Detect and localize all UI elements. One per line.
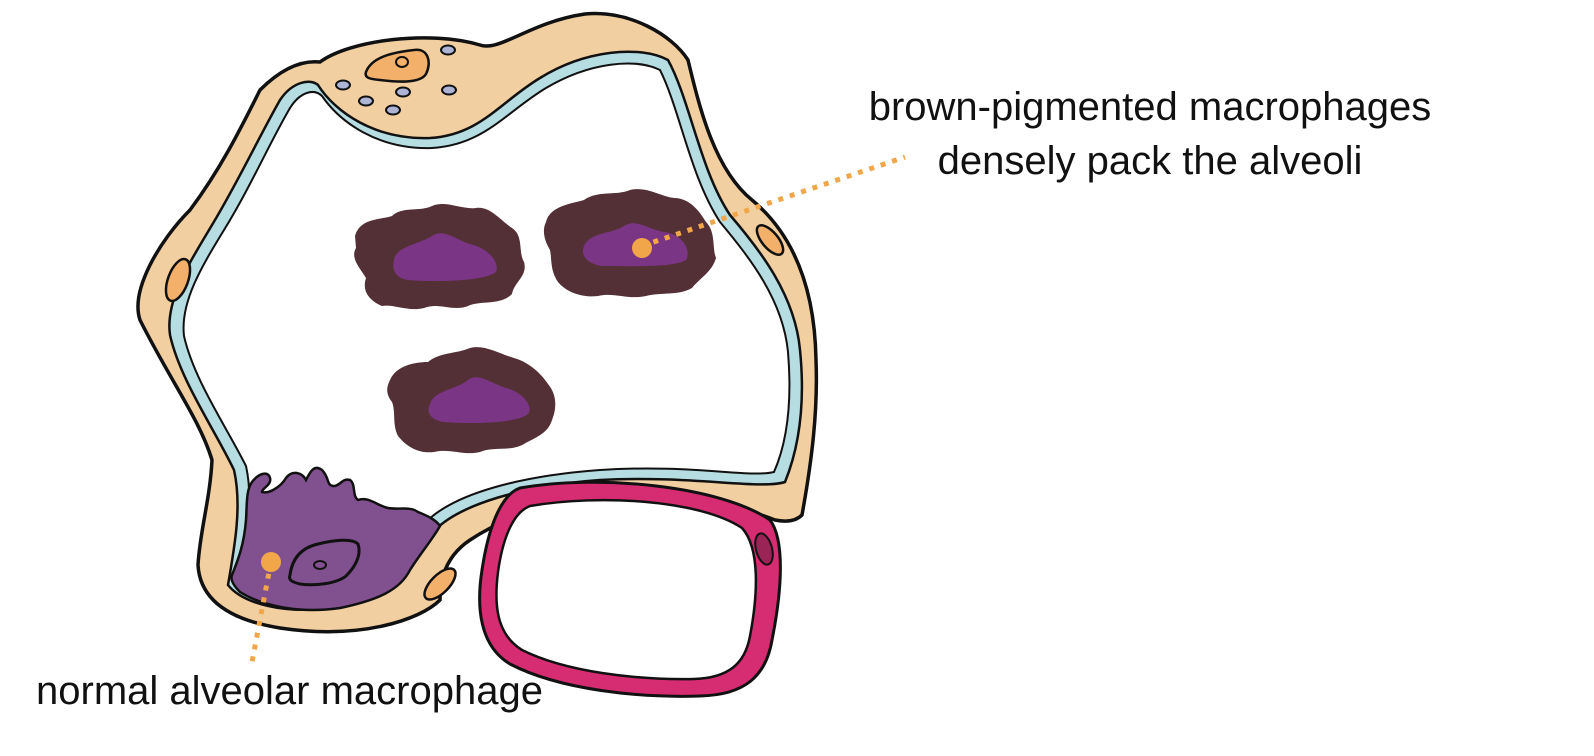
erythrocyte [441, 84, 457, 96]
pointer-dot-brown [632, 238, 652, 258]
capillary-lumen [495, 498, 758, 681]
normal-macrophage-label: normal alveolar macrophage [36, 669, 543, 713]
pigmented-macrophage [543, 189, 716, 298]
erythrocyte [358, 95, 374, 107]
erythrocyte [385, 104, 401, 116]
normal-macrophage-cytoplasm [230, 466, 442, 612]
erythrocyte [335, 79, 351, 91]
pigmented-macrophage [387, 347, 556, 454]
brown-macrophage-label: brown-pigmented macrophages densely pack… [850, 80, 1450, 188]
erythrocyte [395, 86, 411, 98]
pointer-dot-normal [261, 552, 281, 572]
right-wall-nucleus [755, 224, 785, 256]
macrophage-nucleus [428, 377, 530, 424]
interstitial-cell-nucleus [395, 56, 409, 68]
pigmented-macrophage [354, 204, 525, 310]
normal-macrophage-nucleolus [313, 560, 327, 570]
normal-macrophage [230, 466, 442, 612]
pointer-line-normal [249, 561, 274, 663]
pointer-line-brown [641, 154, 906, 249]
erythrocytes [335, 44, 457, 116]
brown-macrophage-label-line1: brown-pigmented macrophages [868, 85, 1432, 129]
left-wall-nucleus [164, 257, 192, 303]
erythrocyte [440, 44, 456, 56]
capillary-nucleus [754, 532, 774, 566]
brown-macrophage-label-line2: densely pack the alveoli [937, 139, 1363, 183]
macrophage-nucleus [393, 233, 497, 282]
bottom-wall-nucleus [423, 567, 457, 601]
